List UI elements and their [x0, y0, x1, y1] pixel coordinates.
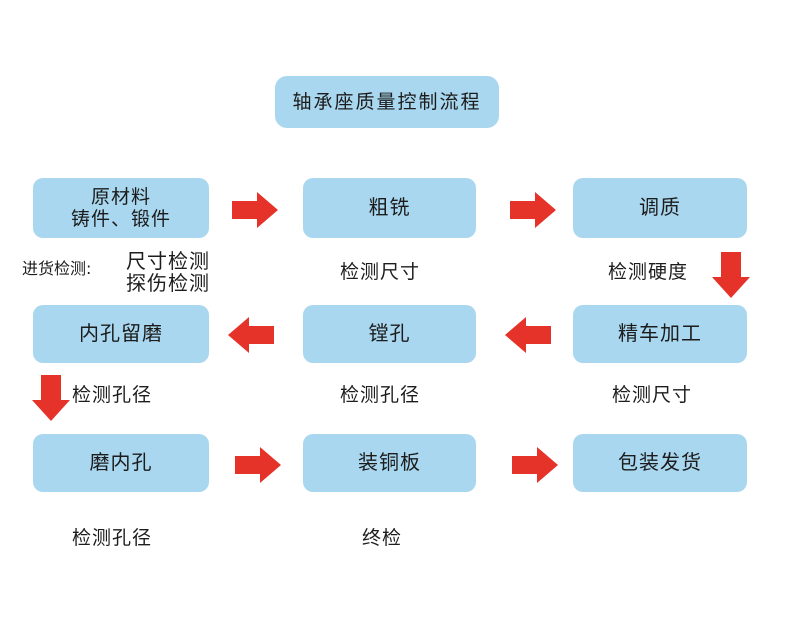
- arrow-borereserve-to-grindbore-icon: [32, 375, 70, 421]
- caption-inspect-dimension-2: 检测尺寸: [612, 384, 693, 406]
- process-node-quench-temper[interactable]: 调质: [573, 178, 747, 238]
- arrow-copperplate-to-packing-icon: [512, 447, 558, 483]
- caption-incoming-inspection-prefix: 进货检测:: [22, 259, 92, 278]
- process-node-mount-copper-plate[interactable]: 装铜板: [303, 434, 476, 492]
- caption-final-inspection: 终检: [362, 527, 403, 549]
- arrow-rough-to-quench-icon: [510, 192, 556, 228]
- process-node-grind-bore[interactable]: 磨内孔: [33, 434, 209, 492]
- arrow-quench-to-finishturning-icon: [712, 252, 750, 298]
- caption-inspect-bore-dia-1: 检测孔径: [72, 384, 153, 406]
- process-node-finish-turning[interactable]: 精车加工: [573, 305, 747, 363]
- arrow-boring-to-borereserve-icon: [228, 317, 274, 353]
- process-node-raw-material[interactable]: 原材料 铸件、锻件: [33, 178, 209, 238]
- flowchart-title-box: 轴承座质量控制流程: [275, 76, 499, 128]
- caption-inspect-bore-dia-2: 检测孔径: [340, 384, 421, 406]
- arrow-grindbore-to-copperplate-icon: [235, 447, 281, 483]
- arrow-raw-to-rough-icon: [232, 192, 278, 228]
- caption-incoming-inspection-items: 尺寸检测 探伤检测: [126, 249, 210, 295]
- process-node-rough-milling[interactable]: 粗铣: [303, 178, 476, 238]
- caption-inspect-hardness: 检测硬度: [608, 261, 689, 283]
- arrow-finishturning-to-boring-icon: [505, 317, 551, 353]
- process-node-boring[interactable]: 镗孔: [303, 305, 476, 363]
- process-node-bore-reserve-grinding[interactable]: 内孔留磨: [33, 305, 209, 363]
- caption-inspect-dimension-1: 检测尺寸: [340, 261, 421, 283]
- process-node-packing-shipping[interactable]: 包装发货: [573, 434, 747, 492]
- caption-inspect-bore-dia-3: 检测孔径: [72, 527, 153, 549]
